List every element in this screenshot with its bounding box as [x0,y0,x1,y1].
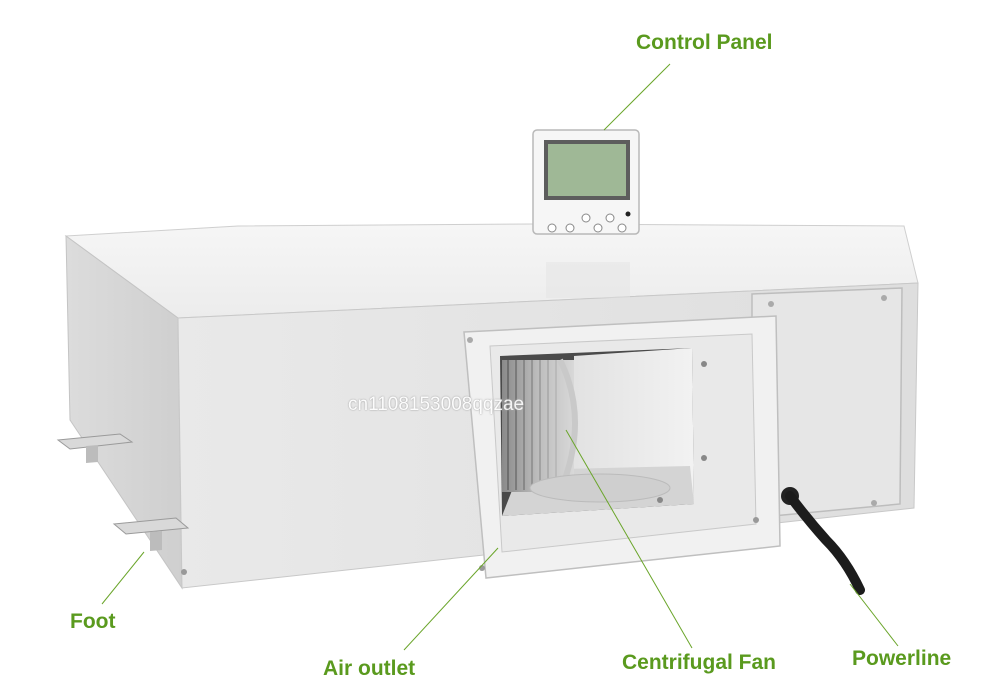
flange-screw [753,517,759,523]
centrifugal-fan-label: Centrifugal Fan [622,651,777,674]
flange-screw [467,337,473,343]
leader-line-centrifugal-fan [565,429,693,649]
control-panel-label: Control Panel [636,31,773,54]
lcd-screen [548,144,626,196]
centrifugal-fan-wheel [502,358,671,503]
mounting-foot-upper [56,433,134,463]
duct-screw [657,497,663,503]
duct-screw [701,361,707,367]
watermark-text: cn1108153008qqzae [348,394,525,415]
power-indicator [625,211,631,217]
control-button [547,223,557,233]
air-outlet-label: Air outlet [323,657,416,680]
control-button [617,223,627,233]
duct-screw [701,455,707,461]
panel-screw [768,301,774,307]
mounting-foot-lower [112,517,190,575]
panel-screw [881,295,887,301]
control-panel-reflection [546,262,630,298]
control-button [565,223,575,233]
control-button [605,213,615,223]
control-button [593,223,603,233]
duct-inner-wall [574,348,694,504]
leader-line-foot [101,551,145,605]
leader-line-control-panel [603,63,671,131]
panel-screw [871,500,877,506]
powerline-label: Powerline [852,647,952,670]
control-button [581,213,591,223]
control-panel [532,129,640,235]
leader-line-air-outlet [403,547,499,651]
leader-line-powerline [849,583,899,647]
power-cable [781,487,865,595]
foot-label: Foot [70,610,116,633]
